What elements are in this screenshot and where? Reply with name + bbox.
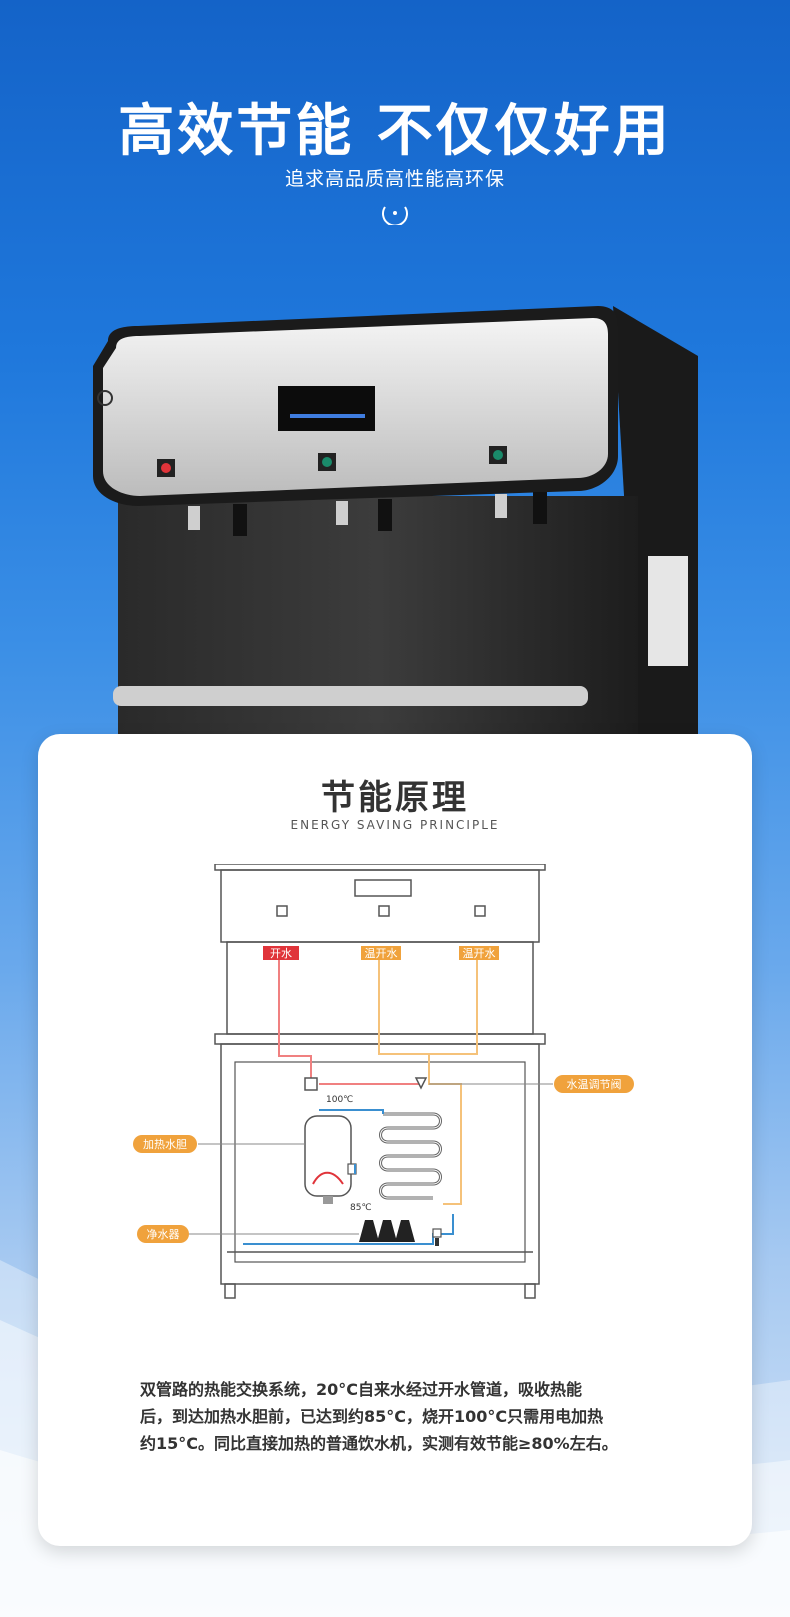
hero-title: 高效节能 不仅仅好用	[118, 99, 672, 164]
hero-subtitle: 追求高品质高性能高环保	[284, 168, 505, 190]
card-subtitle: ENERGY SAVING PRINCIPLE	[290, 818, 500, 832]
warm-water-label-1: 温开水	[365, 947, 398, 960]
description-line-3: 约15°C。同比直接加热的普通饮水机，实测有效节能≥80%左右。	[140, 1434, 618, 1453]
temp-85: 85℃	[350, 1203, 372, 1213]
water-dispenser-image	[93, 306, 698, 736]
principle-description: 双管路的热能交换系统，20°C自来水经过开水管道，吸收热能 后，到达加热水胆前，…	[140, 1376, 700, 1457]
energy-principle-card: 节能原理 ENERGY SAVING PRINCIPLE 开水 温开水 温开水	[38, 734, 752, 1546]
boiling-water-label: 开水	[270, 947, 292, 960]
tank-label: 加热水胆	[143, 1138, 187, 1151]
energy-saving-diagram: 开水 温开水 温开水 100℃ 85℃	[133, 864, 634, 1299]
temp-100: 100℃	[326, 1095, 353, 1105]
valve-label: 水温调节阀	[567, 1077, 622, 1091]
description-line-2: 后，到达加热水胆前，已达到约85°C，烧开100°C只需用电加热	[140, 1407, 604, 1426]
card-title: 节能原理	[321, 778, 469, 818]
scroll-down-icon[interactable]	[381, 203, 409, 225]
filter-label: 净水器	[147, 1227, 180, 1241]
warm-water-label-2: 温开水	[463, 947, 496, 960]
description-line-1: 双管路的热能交换系统，20°C自来水经过开水管道，吸收热能	[140, 1380, 583, 1399]
